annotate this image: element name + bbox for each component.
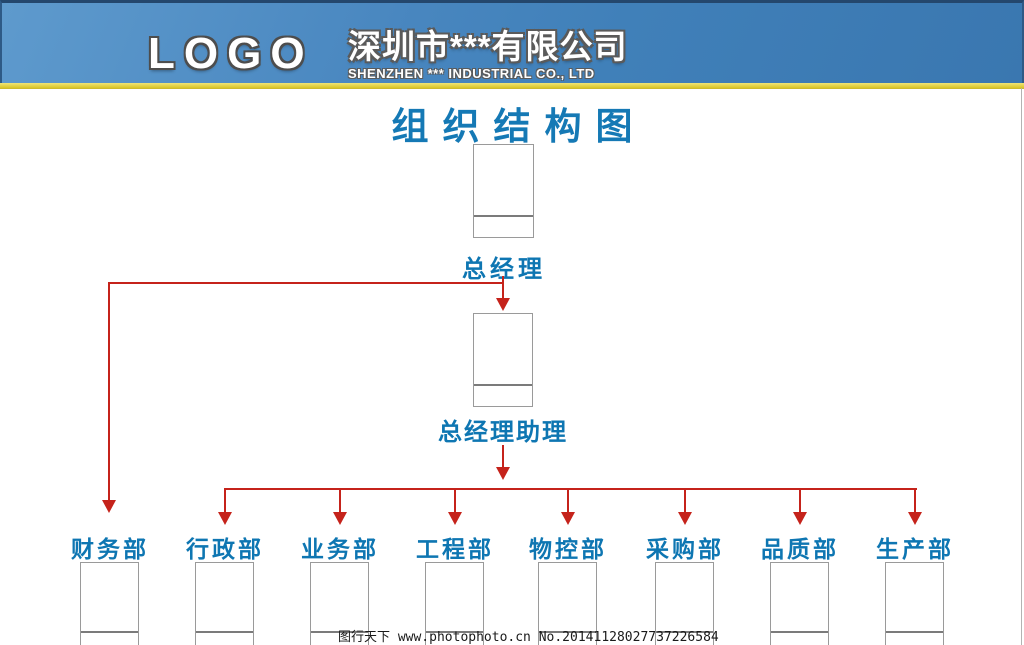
- connector-gm-to-assistant-line: [502, 282, 504, 300]
- dept-arrow-line-engineering: [454, 488, 456, 514]
- arrowhead-to-finance: [102, 500, 116, 513]
- photo-box-name-strip: [474, 215, 533, 237]
- connector-to-finance-line: [108, 282, 110, 502]
- arrowhead-quality: [793, 512, 807, 525]
- label-general-manager: 总经理: [462, 256, 546, 283]
- photo-box-name-strip: [474, 384, 532, 406]
- label-dept-production: 生产部: [876, 536, 954, 562]
- photo-box-name-strip: [196, 631, 253, 633]
- photo-box-dept-admin: [195, 562, 254, 645]
- photo-box-dept-quality: [770, 562, 829, 645]
- label-dept-purchasing: 采购部: [646, 536, 724, 562]
- photo-box-dept-business: [310, 562, 369, 645]
- company-name-chinese: 深圳市***有限公司: [348, 28, 628, 65]
- dept-arrow-line-material: [567, 488, 569, 514]
- photo-box-assistant: [473, 313, 533, 407]
- photo-box-name-strip: [81, 631, 138, 633]
- label-dept-engineering: 工程部: [416, 536, 494, 562]
- dept-arrow-line-admin: [224, 488, 226, 514]
- photo-box-name-strip: [771, 631, 828, 633]
- photo-box-general-manager: [473, 144, 534, 238]
- label-assistant: 总经理助理: [438, 419, 568, 446]
- label-dept-admin: 行政部: [186, 536, 264, 562]
- connector-assistant-drop-line: [502, 445, 504, 469]
- photo-box-dept-finance: [80, 562, 139, 645]
- label-dept-finance: 财务部: [71, 536, 149, 562]
- photo-box-name-strip: [426, 631, 483, 633]
- distribution-line: [224, 488, 917, 490]
- photo-box-dept-purchasing: [655, 562, 714, 645]
- arrowhead-production: [908, 512, 922, 525]
- label-dept-business: 业务部: [301, 536, 379, 562]
- photo-box-name-strip: [886, 631, 943, 633]
- label-dept-material: 物控部: [529, 536, 607, 562]
- connector-gm-left-branch: [108, 282, 504, 284]
- company-name-block: 深圳市***有限公司 SHENZHEN *** INDUSTRIAL CO., …: [348, 30, 628, 80]
- arrowhead-engineering: [448, 512, 462, 525]
- page-title: 组织结构图: [391, 106, 647, 147]
- watermark-text: 图行天下 www.photophoto.cn No.20141128027737…: [338, 630, 719, 645]
- dept-arrow-line-purchasing: [684, 488, 686, 514]
- connector-gm-stub: [502, 276, 504, 284]
- arrowhead-to-distribution-line: [496, 467, 510, 480]
- dept-arrow-line-production: [914, 488, 916, 514]
- arrowhead-material: [561, 512, 575, 525]
- label-dept-quality: 品质部: [761, 536, 839, 562]
- header-banner: LOGO 深圳市***有限公司 SHENZHEN *** INDUSTRIAL …: [0, 0, 1024, 83]
- page-right-edge-line: [1021, 88, 1022, 645]
- gold-divider-strip: [0, 83, 1024, 89]
- photo-box-name-strip: [539, 631, 596, 633]
- company-logo: LOGO: [148, 29, 314, 78]
- photo-box-dept-material: [538, 562, 597, 645]
- photo-box-dept-engineering: [425, 562, 484, 645]
- arrowhead-purchasing: [678, 512, 692, 525]
- dept-arrow-line-business: [339, 488, 341, 514]
- company-name-english: SHENZHEN *** INDUSTRIAL CO., LTD: [348, 66, 595, 81]
- arrowhead-admin: [218, 512, 232, 525]
- arrowhead-business: [333, 512, 347, 525]
- dept-arrow-line-quality: [799, 488, 801, 514]
- photo-box-name-strip: [311, 631, 368, 633]
- arrowhead-to-assistant-box: [496, 298, 510, 311]
- photo-box-name-strip: [656, 631, 713, 633]
- photo-box-dept-production: [885, 562, 944, 645]
